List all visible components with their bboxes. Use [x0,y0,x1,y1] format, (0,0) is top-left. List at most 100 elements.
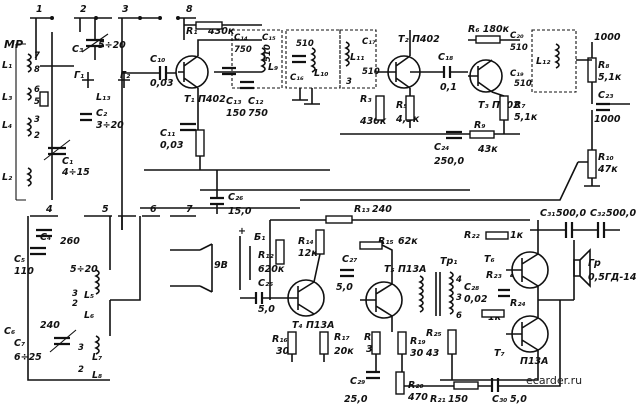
c25-label: C₂₅ [258,278,273,289]
t5-label: T₅ П13А [384,264,426,275]
if-filter-blocks: C₁₄ 750 L₉ C₁₅ 510 C₁₆ 510 L₁₀ [231,29,341,105]
switch-label-7: 7 [186,204,193,215]
resistor-r3 [375,95,385,121]
svg-text:7: 7 [34,51,40,61]
r9-value: 43к [477,144,498,155]
c24-label: C₂₄ [434,142,449,153]
t67-value: П13А [520,356,549,367]
r10-label: R₁₀ [598,152,614,163]
c13-value: 150 [226,108,246,119]
r24-label: R₂₄ [510,298,526,309]
c32-label: C₃₂ [590,208,606,219]
r21-value: 150 [448,394,468,405]
trimmer-caps-top: C₃ 5÷20 Г₁ L₁₃ Г₂ C₂ 3÷20 [72,18,131,230]
resistor-r5 [405,95,415,121]
c20-value: 510 [510,43,528,53]
t7-label: T₇ [494,348,505,359]
c6-label: C₆ [4,326,15,337]
c30-value: 5,0 [510,394,527,405]
r16-value: 30 [276,346,290,357]
r1-label: R₁ [186,26,197,37]
filter-box-1 [231,29,283,89]
b1-value: 9В [214,260,228,271]
r23-label: R₂₃ [486,270,502,281]
c12-value: 750 [248,108,268,119]
r3-label: R₃ [360,94,372,105]
c27-value: 5,0 [336,282,353,293]
resistor-r21 [453,381,479,390]
switch-label-3: 3 [122,4,129,15]
r8-label: R₈ [598,60,609,71]
c15-value: 510 [263,44,273,62]
c1-value: 4÷15 [61,167,90,178]
r6-label: R₆ 180к [468,24,510,35]
resistor-r18 [371,331,381,355]
c3-value: 5÷20 [98,40,126,51]
svg-text:5: 5 [34,97,40,107]
c11-label: C₁₁ [160,128,175,139]
r22-label: R₂₂ [464,230,480,241]
c24-value: 250,0 [434,156,464,167]
t1-label: T₁ П402 [184,94,226,105]
stage-t1: R₁ 430к C₁₀ 0,03 T₁ П402 C₁₁ 0,03 C₁₃ 15… [122,21,330,171]
c32-value: 500,0 [606,208,636,219]
resistor-r17 [319,331,329,355]
tr1-label: Тр₁ [440,256,457,267]
r14-label: R₁₄ [298,236,314,247]
c18-value: 0,1 [440,82,457,93]
r20-value: 470 [407,392,428,403]
c10-label: C₁₀ [150,54,165,65]
speaker-icon [573,248,591,288]
resistor-r12 [275,239,285,265]
resistor-r9 [469,130,495,139]
l9-label: L₉ [268,62,278,73]
c29-label: C₂₉ [350,376,365,387]
switch-label-4: 4 [45,204,53,215]
potentiometer-r10 [587,149,597,179]
resistor-r2 [195,129,205,157]
g2-label: Г₂ [120,70,131,81]
c17-value: 510 [362,67,380,77]
c8-value: 5÷20 [70,264,98,275]
c30-label: C₃₀ [492,394,507,405]
svg-text:2: 2 [34,131,40,141]
c23-label: C₂₃ [598,90,614,101]
resistor-r16 [287,331,297,355]
c3-label: C₃ [72,44,84,55]
l3-label: L₃ [2,92,13,103]
c20-label: C₂₀ [510,31,524,41]
r17-label: R₁₇ [334,332,350,343]
resistor-r19 [397,331,407,355]
l12-label: L₁₂ [536,56,551,67]
resistor-r8 [587,57,597,83]
r22-value: 1к [510,230,524,241]
c2-label: C₂ [96,108,108,119]
r13-label: R₁₃ [354,204,370,215]
g1-label: Г₁ [74,70,84,81]
t6-label: T₆ [484,254,495,265]
c10-value: 0,03 [150,78,174,89]
power-rail: C₂₆ 15,0 Б₁ 9В + [140,170,470,293]
svg-text:6: 6 [34,85,40,95]
c14-value: 750 [234,45,252,55]
c16-label: C₁₆ [290,73,304,83]
r19-value: 30 [410,348,424,359]
c23-value-2: 1000 [594,114,621,125]
svg-text:+: + [238,226,246,237]
c26-value: 15,0 [228,206,252,217]
resistor-r25 [447,329,457,355]
l11-label: L₁₁ [350,52,364,63]
coil-core-1 [39,91,49,107]
r13-value: 240 [372,204,392,215]
c16-value: 510 [296,39,314,49]
r7-value: 5,1к [514,112,538,123]
c14-label: C₁₄ [234,33,248,43]
watermark: ecarder.ru [526,374,582,387]
mp-label: MP [4,38,23,51]
switch-label-2: 2 [80,4,87,15]
r19-label: R₁₉ [410,336,426,347]
c6-value: 240 [40,320,60,331]
c31-label: C₃₁ [540,208,555,219]
c29-value: 25,0 [344,394,368,405]
